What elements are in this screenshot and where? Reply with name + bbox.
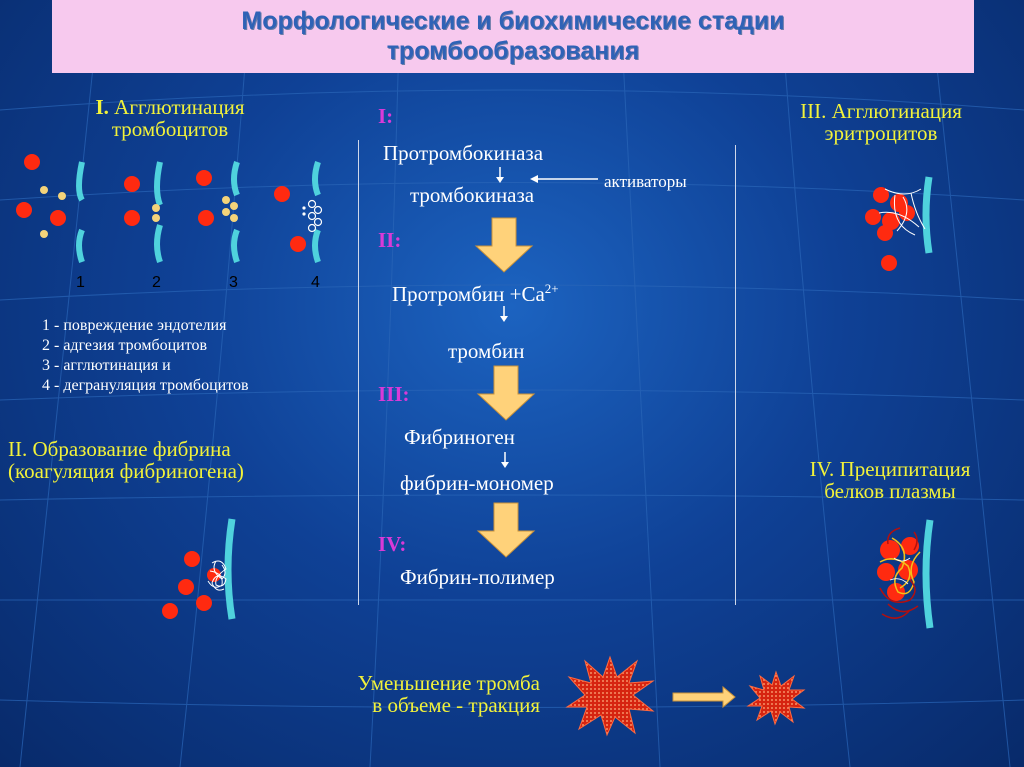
retraction-text: Уменьшение тромба в объеме - тракция xyxy=(260,672,540,716)
step-2-illustration xyxy=(124,161,163,263)
phase-4-label: IV: xyxy=(378,532,407,556)
plasma-protein-precipitation-illustration xyxy=(877,519,934,629)
step-1-illustration xyxy=(16,154,85,263)
activators-label: активаторы xyxy=(604,172,687,191)
calcium-superscript: 2+ xyxy=(544,281,559,296)
stage4-title-line1: IV. Преципитация xyxy=(809,457,971,481)
reduction-arrow xyxy=(672,685,736,709)
stage2-heading: II. Образование фибрина (коагуляция фибр… xyxy=(8,438,244,482)
step-number-3: 3 xyxy=(229,274,238,291)
legend-item-4: 4 - дегрануляция тромбоцитов xyxy=(42,377,249,394)
big-arrow-1 xyxy=(474,217,534,273)
separator-right xyxy=(735,145,736,605)
stage1-roman: I. xyxy=(95,95,109,119)
big-arrow-3 xyxy=(476,502,536,558)
title-line-1: Морфологические и биохимические стадии xyxy=(241,7,785,35)
prothrombokinase: Протромбокиназа xyxy=(383,141,544,165)
legend-item-2: 2 - адгезия тромбоцитов xyxy=(42,337,208,354)
stage1-heading: I. Агглютинация тромбоцитов xyxy=(60,96,280,140)
title-line-2: тромбообразования xyxy=(386,37,640,65)
phase-3-label: III: xyxy=(378,382,410,406)
stage1-title-line2: тромбоцитов xyxy=(111,117,229,141)
small-arrow-1 xyxy=(496,167,504,183)
title-banner: Морфологические и биохимические стадии т… xyxy=(52,0,974,73)
stage3-title-line1: III. Агглютинация xyxy=(800,99,962,123)
legend-item-1: 1 - повреждение эндотелия xyxy=(42,317,227,334)
small-arrow-2 xyxy=(500,306,508,322)
legend: 1 - повреждение эндотелия 2 - адгезия тр… xyxy=(42,316,249,396)
large-thrombus-star xyxy=(565,655,655,737)
stage4-heading: IV. Преципитация белков плазмы xyxy=(760,458,1020,502)
retraction-line2: в объеме - тракция xyxy=(372,693,540,717)
retraction-line1: Уменьшение тромба xyxy=(357,671,540,695)
small-arrow-3 xyxy=(501,452,509,468)
small-thrombus-star xyxy=(746,670,806,726)
stage1-title-line1: Агглютинация xyxy=(114,95,245,119)
separator-left xyxy=(358,140,359,605)
stage3-title-line2: эритроцитов xyxy=(824,121,938,145)
phase-2-label: II: xyxy=(378,228,402,252)
fibrin-monomer: фибрин-мономер xyxy=(400,471,554,495)
phase-1-label: I: xyxy=(378,104,394,128)
step-number-2: 2 xyxy=(152,274,161,291)
step-number-4: 4 xyxy=(311,274,320,291)
platelet-aggregation-illustration xyxy=(16,154,323,263)
fibrinogen: Фибриноген xyxy=(404,425,515,449)
fibrin-polymer: Фибрин-полимер xyxy=(400,565,555,589)
stage2-title-line2: (коагуляция фибриногена) xyxy=(8,459,244,483)
fibrin-formation-illustration xyxy=(162,518,236,620)
thrombokinase: тромбокиназа xyxy=(410,183,535,207)
legend-item-3: 3 - агглютинация и xyxy=(42,357,171,374)
prothrombin-text: Протромбин +Са xyxy=(392,282,545,306)
step-number-1: 1 xyxy=(76,274,85,291)
stage4-title-line2: белков плазмы xyxy=(824,479,956,503)
thrombin: тромбин xyxy=(448,339,525,363)
prothrombin: Протромбин +Са2+ xyxy=(392,278,559,305)
stage3-heading: III. Агглютинация эритроцитов xyxy=(746,100,1016,144)
erythrocyte-agglutination-illustration xyxy=(865,176,933,271)
activators-arrow xyxy=(530,175,598,183)
big-arrow-2 xyxy=(476,365,536,421)
step-4-illustration xyxy=(274,161,323,263)
step-3-illustration xyxy=(196,161,240,263)
stage2-title-line1: II. Образование фибрина xyxy=(8,437,231,461)
